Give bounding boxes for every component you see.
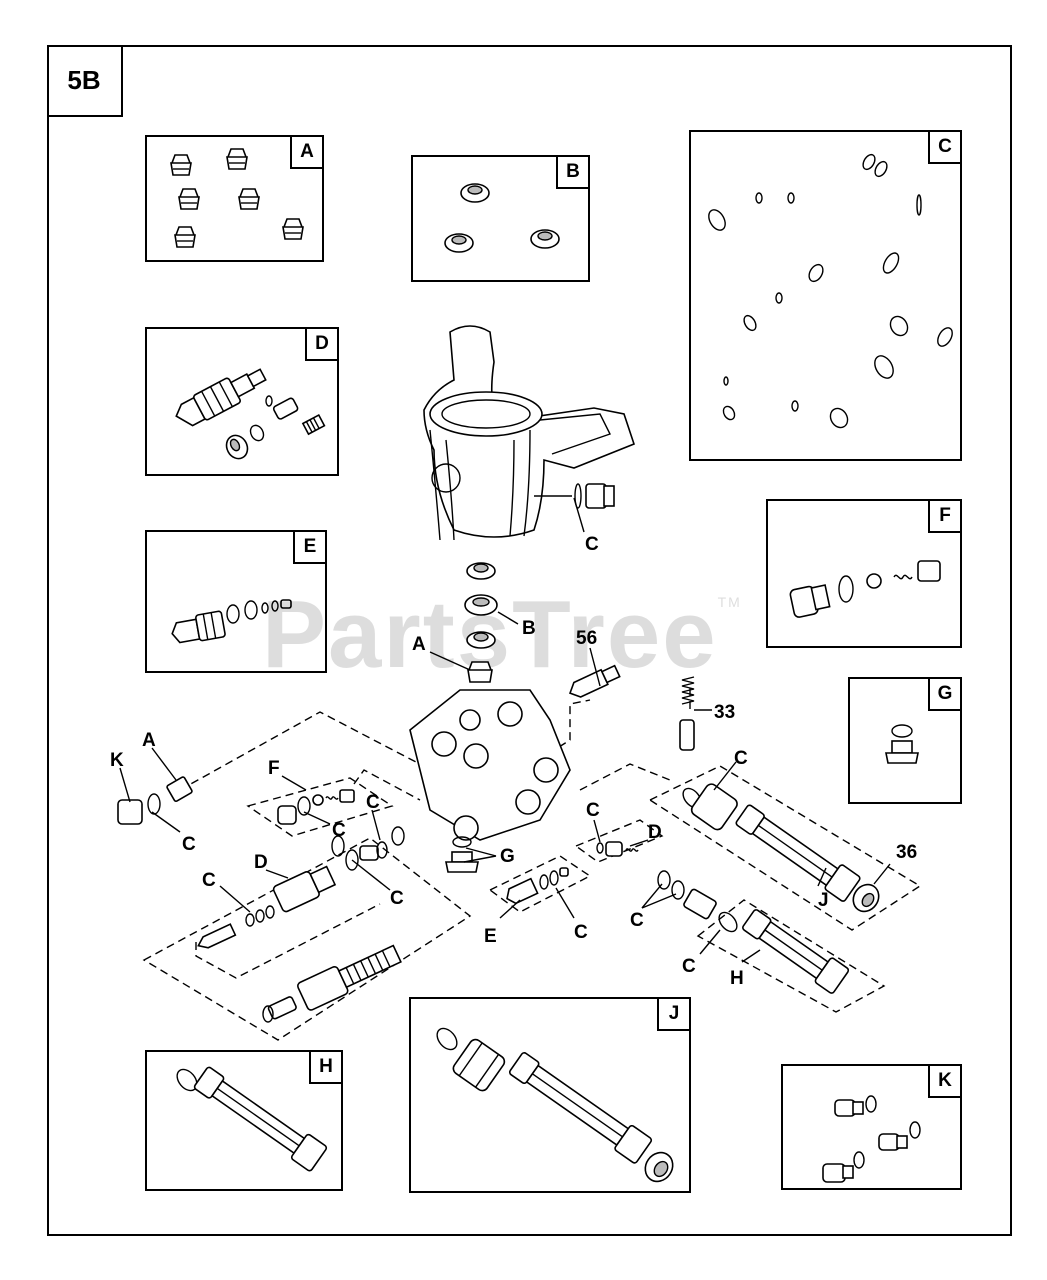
kit-g-tag: G	[928, 679, 960, 711]
kit-h-tag: H	[309, 1052, 341, 1084]
kit-k-box: K	[781, 1064, 962, 1190]
kit-g-parts	[885, 724, 919, 764]
kit-j-parts	[436, 1027, 674, 1183]
kit-c-box: C	[689, 130, 962, 461]
kit-h-box: H	[145, 1050, 343, 1191]
kit-d-parts	[175, 368, 326, 460]
kit-a-nozzles	[170, 148, 304, 248]
kit-h-parts	[176, 1066, 328, 1172]
kit-b-seals	[444, 183, 560, 253]
diagram-frame	[47, 45, 1012, 1236]
kit-b-tag: B	[556, 157, 588, 189]
kit-c-orings	[708, 153, 953, 429]
kit-e-box: E	[145, 530, 327, 673]
kit-k-parts	[822, 1095, 921, 1183]
kit-e-parts	[171, 599, 292, 644]
kit-a-box: A	[145, 135, 324, 262]
kit-d-box: D	[145, 327, 339, 476]
watermark-trademark: TM	[717, 594, 742, 610]
kit-a-tag: A	[290, 137, 322, 169]
kit-f-box: F	[766, 499, 962, 648]
page-id-box: 5B	[47, 45, 123, 117]
kit-f-parts	[789, 560, 941, 618]
watermark-text: PartsTree	[262, 581, 718, 688]
kit-k-tag: K	[928, 1066, 960, 1098]
kit-c-tag: C	[928, 132, 960, 164]
kit-j-tag: J	[657, 999, 689, 1031]
watermark: PartsTreeTM	[262, 580, 742, 690]
kit-b-box: B	[411, 155, 590, 282]
kit-j-box: J	[409, 997, 691, 1193]
kit-f-tag: F	[928, 501, 960, 533]
kit-e-tag: E	[293, 532, 325, 564]
kit-g-box: G	[848, 677, 962, 804]
kit-d-tag: D	[305, 329, 337, 361]
